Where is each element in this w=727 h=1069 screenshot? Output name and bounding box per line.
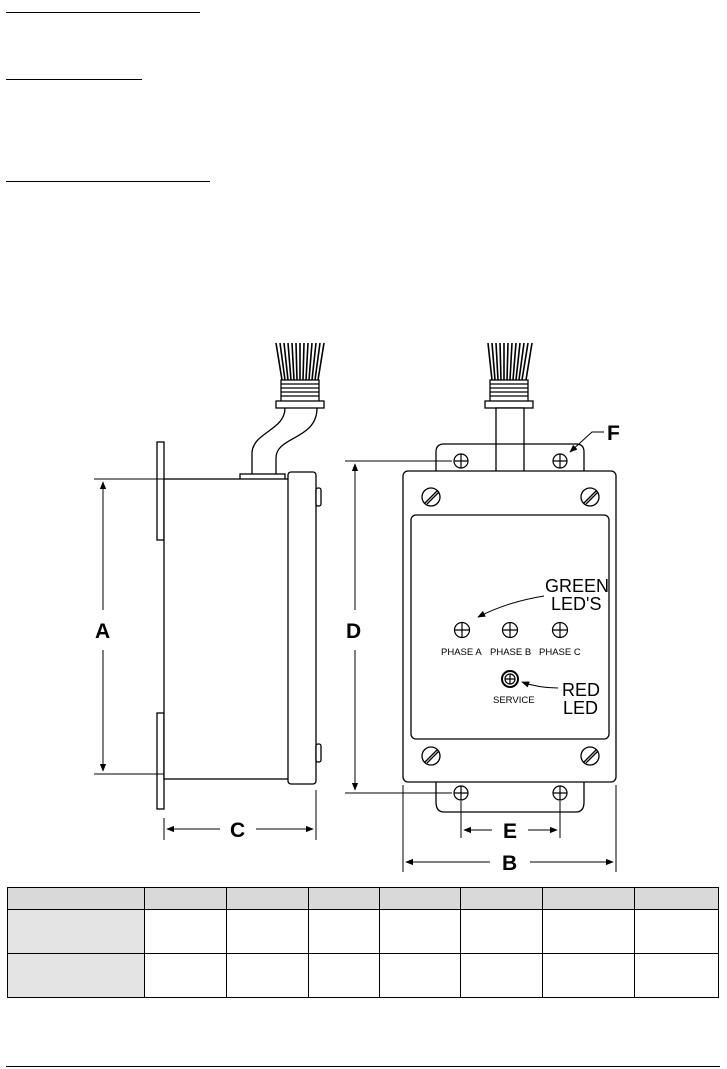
dimension-a-label: A xyxy=(95,620,110,643)
mounting-tab-top xyxy=(435,443,585,472)
enclosure-body-side xyxy=(163,478,291,780)
phase-c-label: PHASE C xyxy=(539,647,581,658)
cover-screw-icons xyxy=(421,487,600,766)
table-cell xyxy=(226,909,309,954)
phase-b-label: PHASE B xyxy=(490,647,531,658)
table-header-cell xyxy=(308,887,380,910)
table-cell xyxy=(542,953,635,998)
heading-rule-2 xyxy=(6,79,142,80)
table-row-header-cell xyxy=(7,953,145,998)
phase-a-led-icon xyxy=(453,621,471,639)
callout-leaders xyxy=(477,431,604,689)
mounting-hole-icon xyxy=(552,785,568,801)
wire-bundle-front xyxy=(487,342,533,381)
mounting-flange-side xyxy=(156,441,165,541)
phase-a-label: PHASE A xyxy=(441,647,482,658)
enclosure-dimension-drawing: A C xyxy=(94,342,620,875)
table-cell xyxy=(460,953,543,998)
led-icons xyxy=(453,621,569,688)
dimension-b-label: B xyxy=(502,852,517,875)
heading-rule-1 xyxy=(6,12,200,13)
cover-plate xyxy=(410,514,610,740)
dimension-f-label: F xyxy=(607,422,620,445)
table-cell xyxy=(308,953,380,998)
mounting-tab-bottom xyxy=(435,782,585,813)
table-row xyxy=(7,953,719,998)
mounting-hole-icon xyxy=(552,453,568,469)
dimension-c-label: C xyxy=(230,819,245,842)
table-cell xyxy=(379,909,461,954)
side-view xyxy=(156,342,325,810)
dimension-b xyxy=(402,785,617,872)
heading-rule-3 xyxy=(6,181,210,182)
table-header-cell xyxy=(542,887,635,910)
table-header-cell xyxy=(226,887,309,910)
green-leds-callout-line1: GREEN xyxy=(545,576,609,596)
screw-icon xyxy=(580,487,600,507)
footer-rule xyxy=(6,1066,720,1067)
red-led-callout-line1: RED xyxy=(562,680,600,700)
table-row xyxy=(7,909,719,954)
fitting-side xyxy=(275,379,325,409)
dimension-c xyxy=(163,790,317,840)
mounting-hole-icon xyxy=(453,453,469,469)
dimension-table xyxy=(7,887,719,998)
table-cell xyxy=(308,909,380,954)
screw-icon xyxy=(421,487,441,507)
screw-icon xyxy=(421,746,441,766)
table-cell xyxy=(634,909,719,954)
table-cell xyxy=(542,909,635,954)
table-header-row xyxy=(7,887,719,910)
dimension-e xyxy=(460,801,561,838)
table-cell xyxy=(144,953,227,998)
table-cell xyxy=(379,953,461,998)
table-cell xyxy=(226,953,309,998)
mounting-hole-icon xyxy=(453,785,469,801)
mounting-hole-icons xyxy=(453,453,568,801)
dimension-d-label: D xyxy=(346,620,361,643)
conduit-front xyxy=(495,407,525,473)
front-cover-side xyxy=(287,471,317,785)
dimension-a xyxy=(94,478,164,775)
phase-c-led-icon xyxy=(551,621,569,639)
service-label: SERVICE xyxy=(493,695,535,706)
table-header-cell xyxy=(7,887,145,910)
table-header-cell xyxy=(144,887,227,910)
red-led-callout-line2: LED xyxy=(563,698,598,718)
service-led-icon xyxy=(501,670,519,688)
table-cell xyxy=(144,909,227,954)
conduit-side xyxy=(251,407,318,476)
phase-b-led-icon xyxy=(501,621,519,639)
green-leds-callout-line2: LED'S xyxy=(551,594,601,614)
dimension-e-label: E xyxy=(503,820,517,843)
fitting-front xyxy=(484,379,534,409)
table-cell xyxy=(634,953,719,998)
table-header-cell xyxy=(460,887,543,910)
table-header-cell xyxy=(634,887,719,910)
table-header-cell xyxy=(379,887,461,910)
wire-bundle-side xyxy=(275,342,325,381)
screw-icon xyxy=(580,746,600,766)
dimension-d xyxy=(345,460,452,794)
table-cell xyxy=(460,909,543,954)
table-row-header-cell xyxy=(7,909,145,954)
